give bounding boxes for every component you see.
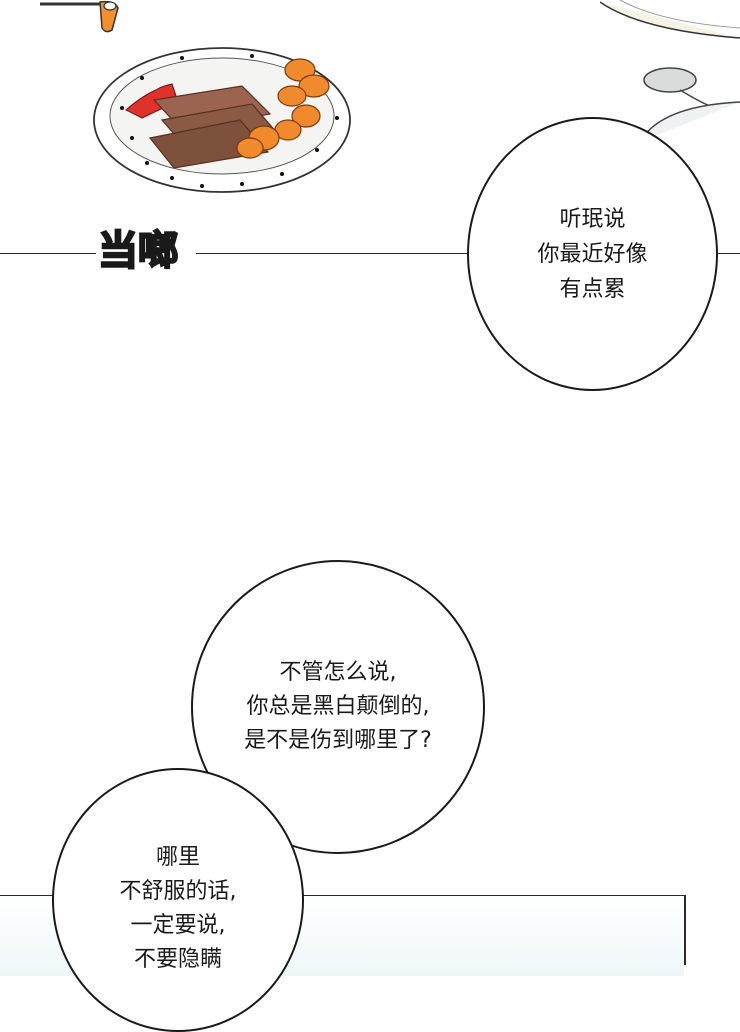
spoon-bowl-illustration xyxy=(640,67,740,142)
bubble-3-line-4: 不要隐瞒 xyxy=(133,947,222,972)
plate-fragment-illustration xyxy=(600,0,740,39)
bubble-1-line-1: 听珉说 xyxy=(559,206,626,232)
bubble-2-line-2: 你总是黑白颠倒的, xyxy=(246,694,430,719)
speech-bubble-3: 哪里 不舒服的话, 一定要说, 不要隐瞒 xyxy=(52,768,304,1032)
bubble-3-line-1: 哪里 xyxy=(155,845,200,870)
bottom-panel-edge xyxy=(684,895,686,965)
bubble-2-line-1: 不管怎么说, xyxy=(279,660,397,685)
bubble-3-line-2: 不舒服的话, xyxy=(119,879,237,904)
bubble-2-line-3: 是不是伤到哪里了? xyxy=(244,728,432,753)
sfx-label: 当啷 xyxy=(98,228,178,274)
speech-bubble-1: 听珉说 你最近好像 有点累 xyxy=(467,117,718,391)
food-plate-illustration xyxy=(93,47,351,193)
chopstick-illustration xyxy=(40,0,119,33)
panel-divider-line-right xyxy=(712,253,740,254)
bubble-3-line-3: 一定要说, xyxy=(130,913,226,938)
panel-divider-line xyxy=(0,253,470,254)
bubble-1-line-3: 有点累 xyxy=(559,276,626,302)
bubble-1-line-2: 你最近好像 xyxy=(537,241,648,267)
sound-effect-text: 当啷 xyxy=(96,227,196,275)
